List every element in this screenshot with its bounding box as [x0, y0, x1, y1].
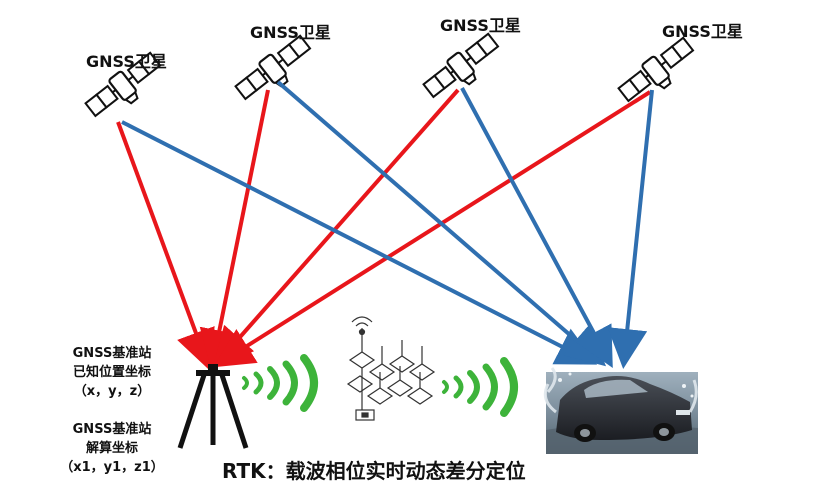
signal-sat2-to-base [199, 89, 270, 370]
rover-car-image [543, 367, 698, 454]
base-station-info: GNSS基准站 已知位置坐标 （x，y，z） [52, 344, 172, 401]
satellite-icon-4 [617, 36, 695, 103]
base-station-known-position: 已知位置坐标 [72, 365, 151, 380]
signal-sat4-to-rover [607, 89, 654, 369]
satellite-label-2: GNSS卫星 [250, 23, 331, 42]
signal-sat1-to-base [116, 121, 215, 371]
signal-sat1-to-rover [121, 120, 598, 365]
base-station-title-2: GNSS基准站 [72, 422, 152, 437]
base-station-solved-label: 解算坐标 [85, 441, 138, 456]
base-station-tripod-icon [177, 364, 249, 449]
satellite-icon-2 [234, 34, 312, 101]
signal-sat3-to-rover [460, 87, 613, 369]
radio-wave-icon-right [442, 357, 518, 417]
signal-sat3-to-base [212, 88, 460, 368]
satellite-icon-1 [84, 51, 162, 118]
radio-relay-antenna-icon [346, 316, 436, 421]
satellite-icon-3 [422, 32, 500, 99]
satellite-label-1: GNSS卫星 [86, 52, 167, 71]
base-station-solved-info: GNSS基准站 解算坐标 （x1，y1，z1） [52, 420, 172, 477]
signal-sat2-to-rover [276, 80, 607, 367]
satellite-label-3: GNSS卫星 [440, 16, 521, 35]
base-station-solved-coords: （x1，y1，z1） [60, 460, 164, 475]
base-station-known-coords: （x，y，z） [73, 384, 151, 399]
satellite-label-4: GNSS卫星 [662, 22, 743, 41]
base-station-title-1: GNSS基准站 [72, 346, 152, 361]
signal-lines [116, 80, 654, 371]
signal-sat4-to-base [213, 90, 652, 368]
radio-wave-icon-left [242, 354, 318, 412]
diagram-caption: RTK：载波相位实时动态差分定位 [222, 459, 526, 483]
